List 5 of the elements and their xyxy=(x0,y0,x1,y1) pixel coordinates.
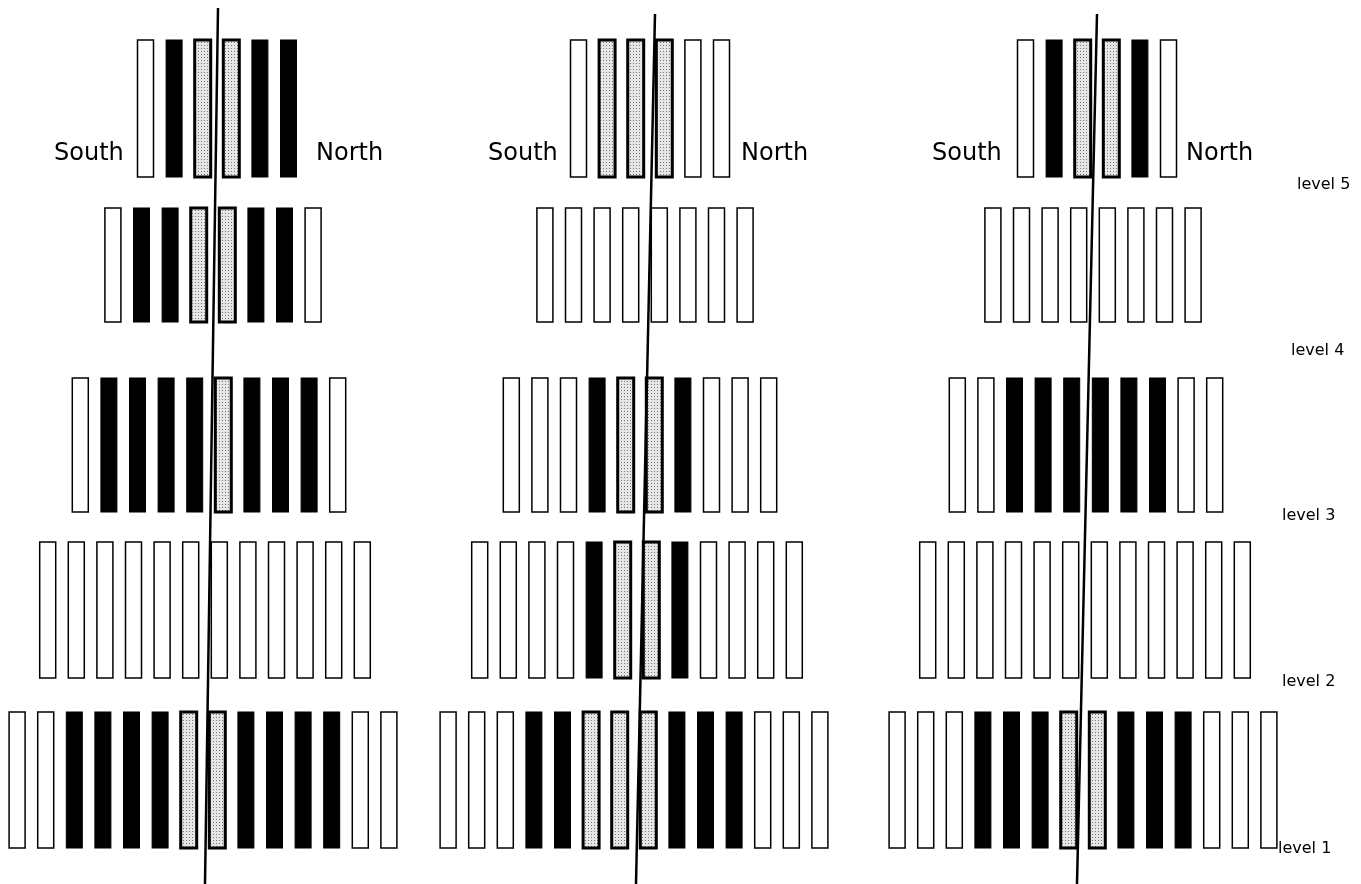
text-label: level 1 xyxy=(1278,840,1332,856)
text-label: level 3 xyxy=(1282,507,1336,523)
text-label: level 5 xyxy=(1297,176,1351,192)
text-label: level 2 xyxy=(1282,673,1336,689)
text-label: level 4 xyxy=(1291,342,1345,358)
